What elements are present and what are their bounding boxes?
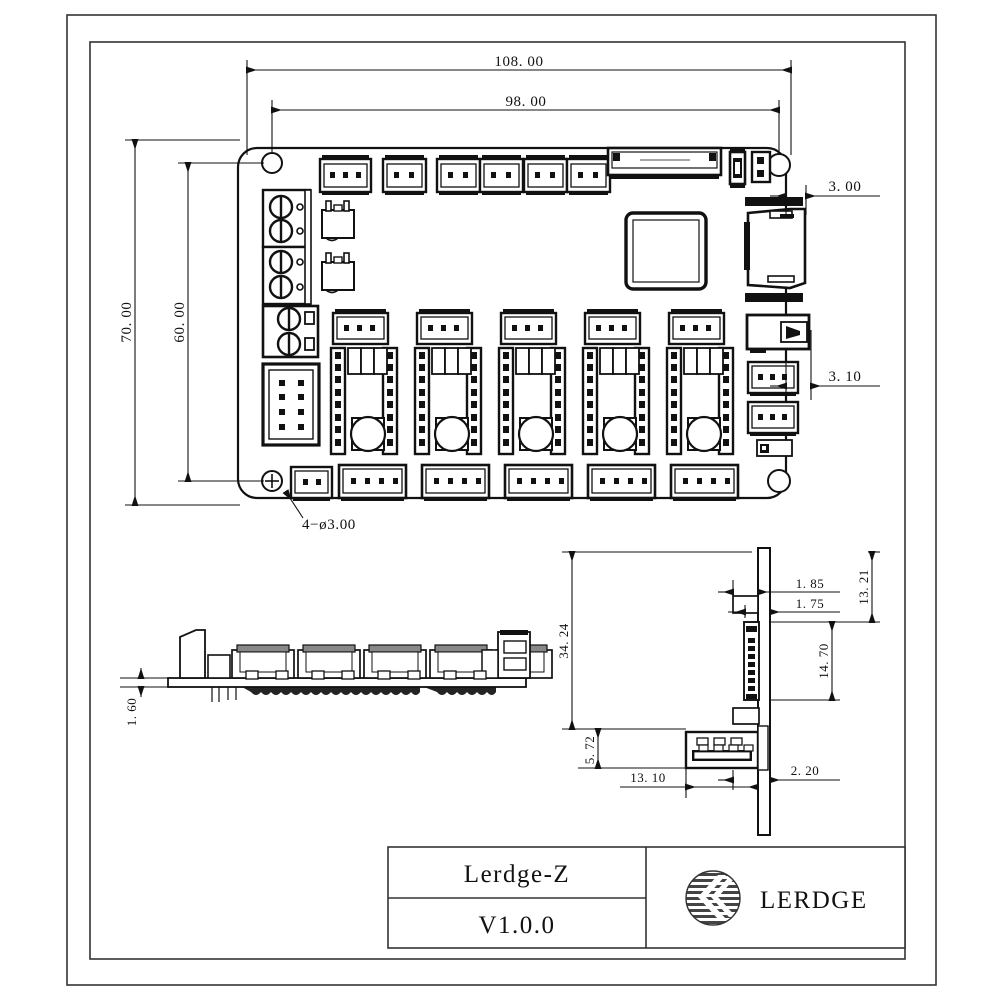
bottom-row-connectors <box>289 463 740 501</box>
drawing-frame-outer <box>66 14 937 986</box>
electrolytic-cap-4 <box>601 415 639 453</box>
jumper-block-3 <box>515 347 556 375</box>
dim-label-160: 1. 60 <box>124 698 139 727</box>
jumper-block-5 <box>683 347 724 375</box>
dim-label-1310: 13. 10 <box>630 770 666 785</box>
connector-3pin-driver-3 <box>499 309 558 346</box>
connector-3pin-right-2 <box>746 400 800 436</box>
connector-4pin-bottom-1 <box>337 463 408 501</box>
stepper-driver-slots <box>329 309 735 456</box>
right-edge-components <box>744 197 811 457</box>
electrolytic-cap-1 <box>349 415 387 453</box>
connector-4pin-bottom-4 <box>586 463 657 501</box>
connector-3pin-driver-2 <box>415 309 474 346</box>
dim-label-300: 3. 00 <box>829 179 862 195</box>
version-label: V1.0.0 <box>478 912 555 939</box>
idc-box-header-10pin <box>261 362 321 447</box>
fpc-ribbon-connector <box>606 146 723 179</box>
dim-label-98: 98. 00 <box>505 94 546 110</box>
smd-components-left <box>321 200 355 294</box>
smd-cap-1 <box>321 200 355 242</box>
stepper-slot-4 <box>581 309 651 456</box>
connector-2pin-top-5 <box>565 155 612 195</box>
stepper-slot-3 <box>497 309 567 456</box>
connector-4pin-bottom-5 <box>669 463 740 501</box>
left-edge-terminals <box>261 188 321 447</box>
title-block <box>387 846 906 949</box>
sd-card-socket <box>744 207 807 290</box>
top-view-pcb <box>236 146 811 501</box>
dim-label-1470: 14. 70 <box>816 643 831 679</box>
connector-3pin-top-1 <box>318 155 373 195</box>
mounting-hole-top-right <box>767 153 791 177</box>
dim-label-310: 3. 10 <box>829 369 862 385</box>
dim-label-220: 2. 20 <box>791 763 820 778</box>
pin-rows-profile <box>211 687 237 702</box>
pin-header-column <box>743 621 760 701</box>
connector-3pin-driver-1 <box>331 309 390 346</box>
connector-4pin-bottom-3 <box>503 463 574 501</box>
stepper-slot-2 <box>413 309 483 456</box>
connector-3pin-driver-5 <box>667 309 726 346</box>
electrolytic-cap-3 <box>517 415 555 453</box>
dim-label-70: 70. 00 <box>119 301 135 342</box>
top-row-connectors <box>318 146 772 195</box>
usb-socket-profile <box>684 725 769 771</box>
dim-label-60: 60. 00 <box>172 301 188 342</box>
hole-callout-label: 4−ø3.00 <box>302 517 356 533</box>
connector-2pin-top-2 <box>435 155 482 195</box>
dimension-lines <box>125 60 880 519</box>
electrolytic-cap-2 <box>433 415 471 453</box>
jumper-block-2 <box>431 347 472 375</box>
connector-4pin-bottom-2 <box>420 463 491 501</box>
drawing-frame-inner <box>89 41 906 960</box>
tall-capacitor-profile <box>179 629 206 679</box>
stepper-slot-5 <box>665 309 735 456</box>
dim-label-1321: 13. 21 <box>856 569 871 605</box>
mounting-hole-bottom-right <box>767 469 791 493</box>
connector-2pin-top-3 <box>478 155 525 195</box>
mcu-chip <box>624 211 708 291</box>
dim-label-3424: 34. 24 <box>556 623 571 659</box>
hole-crosshair-bottom-left <box>265 474 279 488</box>
dim-label-175: 1. 75 <box>796 596 825 611</box>
usb-connector <box>745 313 811 353</box>
smd-cap-2 <box>321 252 355 294</box>
mounting-hole-top-left <box>261 152 283 174</box>
connector-2pin-bottom <box>289 465 334 501</box>
usb-sd-profile <box>481 630 531 679</box>
mid-small-block <box>732 707 760 725</box>
lerdge-logo-icon <box>685 870 741 926</box>
dim-label-572: 5. 72 <box>582 736 597 765</box>
dim-label-185: 1. 85 <box>796 576 825 591</box>
connector-3pin-right-1 <box>746 360 800 396</box>
screw-terminal-2pos <box>261 304 320 359</box>
jumper-block-1 <box>347 347 388 375</box>
connector-2pin-top-4 <box>522 155 569 195</box>
connector-2pin-top-1 <box>381 155 428 195</box>
connector-3pin-driver-4 <box>583 309 642 346</box>
smd-component-right <box>756 439 793 457</box>
screw-terminal-4pos <box>261 188 312 306</box>
jumper-block-4 <box>599 347 640 375</box>
side-elevation-view: 34. 24 13. 21 1. 85 1. 75 14. 70 5. 72 1… <box>556 547 880 836</box>
hole-callout-leader <box>282 489 304 519</box>
solder-pads-profile <box>242 687 496 695</box>
electrolytic-cap-5 <box>685 415 723 453</box>
jumper-header-4pin <box>750 150 772 184</box>
brand-label: LERDGE <box>760 887 868 914</box>
smd-bar-top <box>745 197 803 206</box>
stepper-slot-1 <box>329 309 399 456</box>
fuse-holder <box>728 148 747 188</box>
smd-bar-mid <box>745 293 803 302</box>
front-elevation-view: 1. 60 <box>120 629 553 727</box>
dim-label-108: 108. 00 <box>494 54 543 70</box>
part-name-label: Lerdge-Z <box>464 861 570 888</box>
